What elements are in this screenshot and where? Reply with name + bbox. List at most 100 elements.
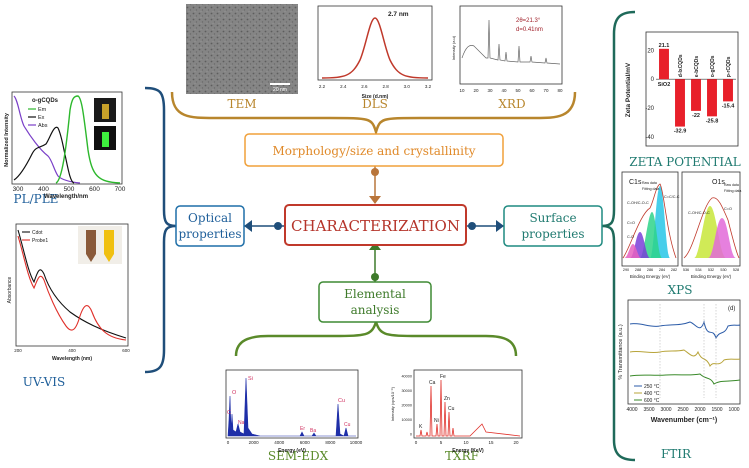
- ftir-curve-600: [629, 373, 741, 385]
- xps-right-label-2: C=O: [724, 207, 732, 211]
- txrf-ytick-0: 40000: [401, 375, 412, 379]
- uv-tick-0: 200: [14, 348, 22, 353]
- txrf-peak-zn: Zn: [444, 396, 450, 402]
- xrd-tick-3: 40: [501, 88, 507, 93]
- txrf-spectrum: [416, 379, 521, 437]
- pl-tick-1: 400: [38, 186, 49, 193]
- zeta-category-4: p-rCQDs: [726, 56, 732, 77]
- uv-tick-2: 600: [122, 348, 130, 353]
- dls-tick-1: 2.4: [340, 84, 347, 89]
- zeta-category-2: e-bCQDs: [694, 56, 700, 78]
- ftir-legend-250: 250 °C: [644, 384, 660, 390]
- edx-tick-3: 6000: [300, 440, 311, 445]
- left-bracket: [144, 86, 177, 374]
- uv-vial-brown: [86, 230, 96, 262]
- xps-left-peak-green: [640, 212, 662, 258]
- uv-ylabel: Absorbance: [7, 276, 13, 303]
- label-tem: TEM: [227, 97, 256, 111]
- pl-xlabel: Wavelength/nm: [44, 194, 88, 200]
- zeta-value-label-0: 21.1: [659, 43, 670, 49]
- elemental-node: [371, 273, 379, 281]
- ftir-panel: (d) % Transmittance (a.u.) 250 °C 400 °C…: [618, 299, 741, 424]
- ftir-tick-4: 2000: [694, 407, 705, 413]
- txrf-tick-3: 15: [488, 440, 494, 445]
- xps-right-title: O1s: [712, 179, 725, 186]
- pl-legend-em: Em: [38, 107, 47, 113]
- edx-tick-1: 2000: [249, 440, 260, 445]
- center-title: CHARACTERIZATION: [291, 217, 460, 235]
- txrf-peak-ni: Ni: [434, 418, 439, 424]
- optical-node: [274, 222, 282, 230]
- xps-panel: C1s C-OH/C-O-C C=C/C-C C=O C-O Raw data …: [621, 171, 741, 279]
- zeta-bar-1: [675, 79, 685, 127]
- optical-label-2: properties: [178, 227, 241, 241]
- zeta-category-3: o-gCQDs: [710, 55, 716, 77]
- xps-left-label-2: C=C/C-C: [664, 195, 680, 199]
- top-bracket: [170, 91, 577, 137]
- txrf-peak-cu: Cu: [448, 406, 455, 412]
- tem-shade: [186, 4, 298, 94]
- ftir-legend-600: 600 °C: [644, 398, 660, 404]
- zeta-category-0: SiO2: [658, 82, 671, 88]
- pl-em-curve: [55, 95, 121, 184]
- pl-title: o-gCQDs: [32, 98, 59, 104]
- edx-tick-4: 8000: [325, 440, 336, 445]
- edx-spectrum: [227, 377, 356, 437]
- edx-tick-5: 10000: [350, 440, 363, 445]
- uv-legend-cdot: Cdot: [32, 230, 43, 236]
- pl-legend-ex: Ex: [38, 115, 45, 121]
- xps-left-label-3: C=O: [627, 221, 635, 225]
- morphology-label: Morphology/size and crystallinity: [272, 144, 475, 158]
- edx-peak-cu-2: Cu: [344, 422, 351, 428]
- uv-probe1-curve: [17, 235, 127, 341]
- center-box: [284, 204, 467, 246]
- zeta-bar-3: [707, 79, 717, 117]
- xrd-frame: [459, 5, 563, 85]
- optical-label-1: Optical: [188, 211, 232, 225]
- txrf-tick-1: 5: [440, 440, 443, 445]
- pl-vial-1-liquid: [102, 104, 109, 119]
- dls-tick-5: 3.2: [425, 84, 432, 89]
- bottom-bracket: [234, 318, 518, 357]
- dls-xlabel: Size (d.nm): [362, 94, 389, 100]
- label-xps: XPS: [668, 283, 693, 297]
- xps-left-title: C1s: [629, 179, 642, 186]
- xps-left-legend-1: Raw data: [642, 181, 657, 185]
- xps-right-tick-1: 534: [695, 268, 701, 272]
- xps-left-tick-3: 284: [659, 268, 665, 272]
- edx-peak-o: O: [232, 390, 237, 396]
- ftir-tick-0: 4000: [626, 407, 637, 413]
- txrf-tick-4: 20: [513, 440, 519, 445]
- xps-right-peak-pink: [708, 218, 736, 258]
- uv-cdot-curve: [17, 229, 127, 339]
- uv-xlabel: Wavelength (nm): [52, 356, 92, 362]
- uv-vial-photo: [78, 226, 122, 264]
- dls-tick-2: 2.6: [361, 84, 368, 89]
- xrd-tick-4: 50: [515, 88, 521, 93]
- pl-tick-3: 600: [89, 186, 100, 193]
- xrd-annotation-2: d=0.41nm: [516, 27, 543, 33]
- pl-legend-abs: Abs: [38, 123, 48, 129]
- ftir-tick-3: 2500: [677, 407, 688, 413]
- xps-xlabel-right: Binding Energy (eV): [691, 274, 732, 279]
- txrf-tick-0: 0: [415, 440, 418, 445]
- zeta-panel: 200-20-40 21.1SiO2-32.9d-lxCQDs-22e-bCQD…: [625, 31, 739, 147]
- surface-label-2: properties: [521, 227, 584, 241]
- pl-panel: o-gCQDs Em Ex Abs Normalized Intensity 3…: [4, 91, 126, 200]
- morph-node: [371, 168, 379, 176]
- zeta-value-label-3: -25.8: [706, 118, 719, 124]
- edx-peak-ba: Ba: [310, 428, 316, 434]
- edx-tick-2: 4000: [274, 440, 285, 445]
- txrf-ytick-2: 20000: [401, 404, 412, 408]
- ftir-panel-tag: (d): [728, 306, 735, 312]
- xps-right-envelope: [683, 197, 740, 259]
- elemental-box: [318, 281, 432, 323]
- optical-arrow: [244, 220, 252, 232]
- zeta-ytick-0: 20: [647, 48, 654, 54]
- txrf-peak-fe: Fe: [440, 374, 446, 380]
- xrd-tick-7: 80: [557, 88, 563, 93]
